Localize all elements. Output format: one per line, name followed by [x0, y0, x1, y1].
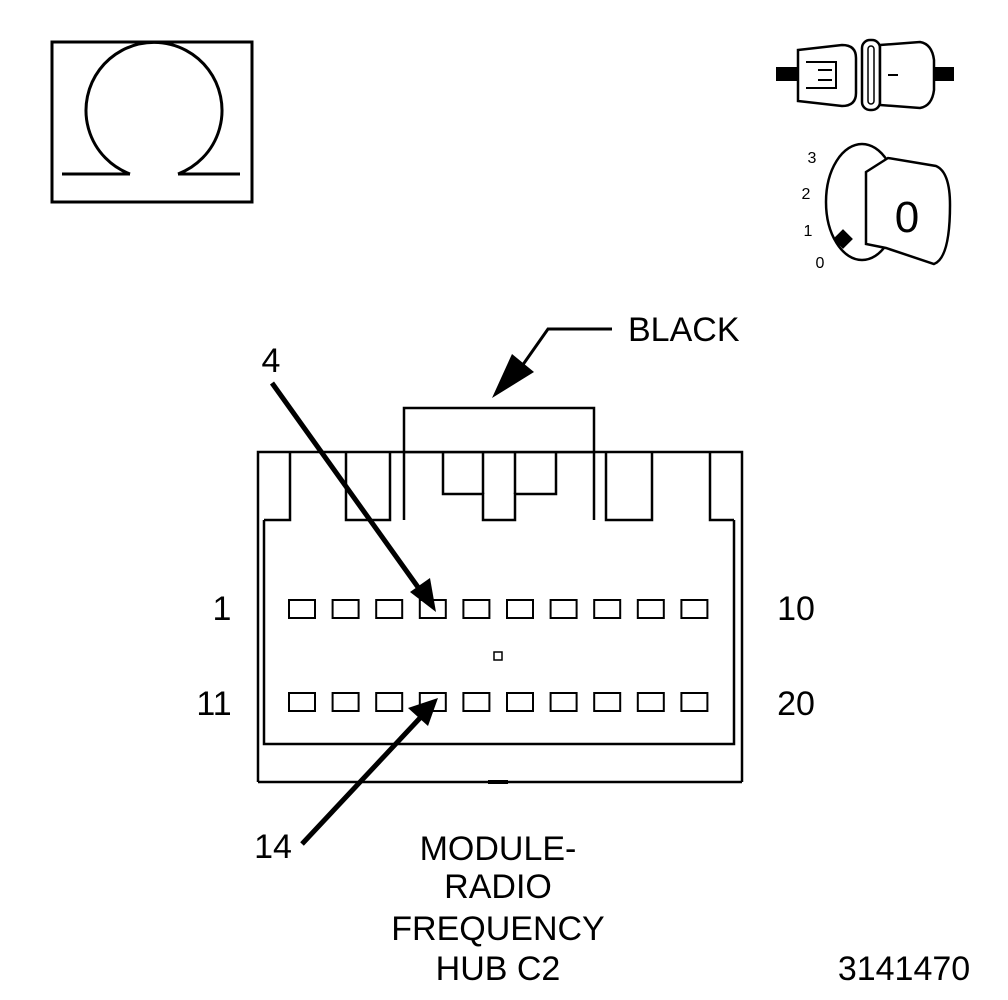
- pin-cavity-15: [462, 692, 491, 712]
- pin-14-callout-arrow: [300, 698, 438, 846]
- pin-cavity-19: [636, 692, 665, 712]
- ignition-key-label: 0: [895, 193, 919, 242]
- pin-cavities: [288, 599, 709, 712]
- ignition-key-icon: [824, 142, 952, 266]
- ignition-position-3: 3: [808, 150, 817, 167]
- pin-11-label: 11: [196, 685, 231, 723]
- pin-cavity-5: [462, 599, 491, 619]
- pin-cavity-16: [506, 692, 534, 712]
- color-leader-arrow: [492, 327, 612, 398]
- pin-cavity-17: [549, 692, 578, 712]
- caption-line-4: HUB C2: [436, 950, 561, 988]
- pin-cavity-18: [593, 692, 622, 712]
- pin-cavity-6: [506, 599, 534, 619]
- center-key-mark: [493, 651, 503, 661]
- pin-cavity-3: [375, 599, 404, 619]
- pin-cavity-10: [680, 599, 709, 619]
- ignition-position-2: 2: [802, 186, 811, 203]
- pin-cavity-20: [680, 692, 709, 712]
- caption-line-1: MODULE-: [420, 830, 577, 868]
- pin-1-label: 1: [213, 590, 232, 628]
- figure-id: 3141470: [838, 950, 970, 988]
- pin-4-callout-arrow: [269, 381, 436, 612]
- pin-cavity-9: [636, 599, 665, 619]
- caption-line-2: RADIO: [444, 868, 552, 906]
- caption-line-3: FREQUENCY: [391, 910, 604, 948]
- pin-14-callout-label: 14: [254, 828, 292, 866]
- ignition-position-0: 0: [816, 255, 825, 272]
- connector-color-label: BLACK: [628, 311, 740, 349]
- pin-4-callout-label: 4: [262, 342, 281, 380]
- pin-cavity-2: [331, 599, 360, 619]
- pin-cavity-11: [288, 692, 316, 712]
- pin-cavity-12: [331, 692, 360, 712]
- ignition-position-1: 1: [804, 223, 813, 240]
- pin-cavity-1: [288, 599, 316, 619]
- ohm-symbol-icon: [50, 40, 254, 204]
- connector-body: [256, 406, 744, 784]
- connector-caption: MODULE- RADIO FREQUENCY HUB C2: [391, 830, 604, 988]
- pin-cavity-7: [549, 599, 578, 619]
- pin-cavity-8: [593, 599, 622, 619]
- pin-10-label: 10: [777, 590, 815, 628]
- pin-cavity-13: [375, 692, 404, 712]
- connector-disconnected-icon: [776, 38, 954, 112]
- pin-20-label: 20: [777, 685, 815, 723]
